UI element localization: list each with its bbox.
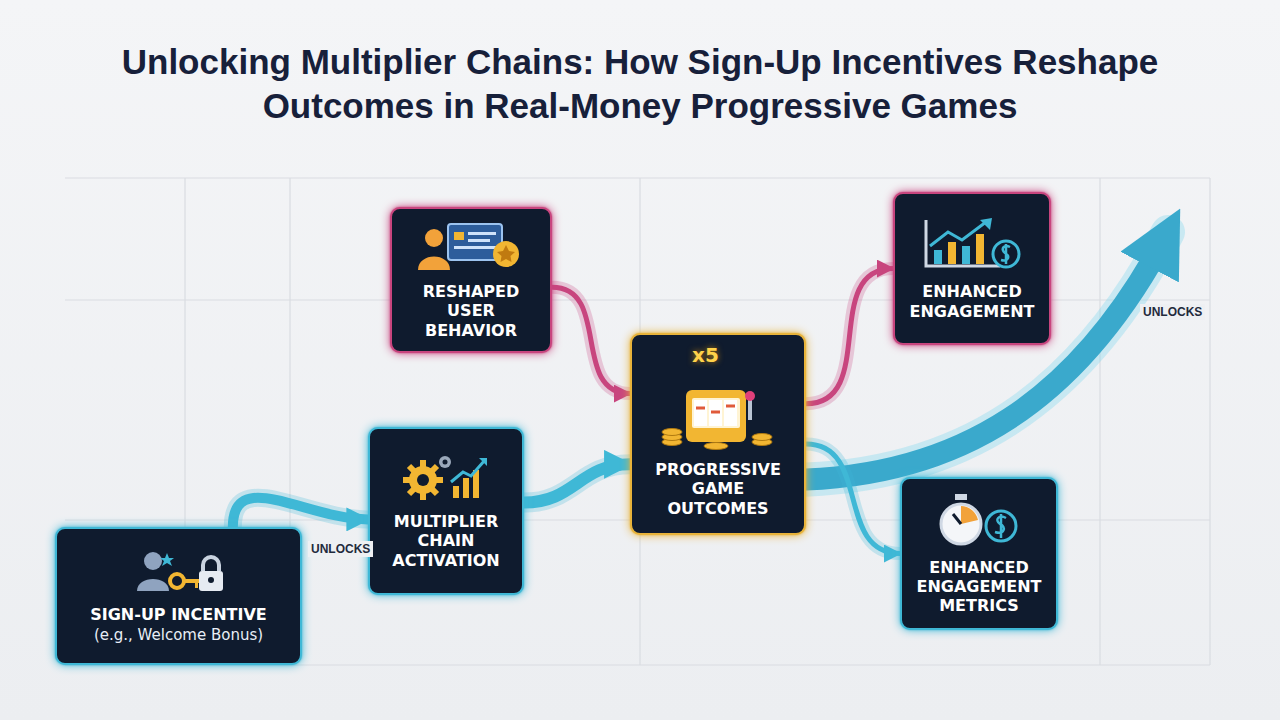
box-icon [131,547,227,599]
box-icon [658,384,778,454]
title: Unlocking Multiplier Chains: How Sign-Up… [110,40,1170,129]
connector-glow [806,269,893,404]
process-box: ENHANCED ENGAGEMENT [893,192,1051,345]
box-icon [931,492,1027,552]
process-box: MULTIPLIER CHAIN ACTIVATION [368,427,524,595]
connector-arrow [524,464,630,502]
connector-line [806,444,900,553]
arrow-label: UNLOCKS [1140,304,1205,320]
box-title: ENHANCED ENGAGEMENT [905,282,1039,320]
box-title: ENHANCED ENGAGEMENT METRICS [912,558,1046,616]
connector-line [233,498,368,527]
process-box: RESHAPED USER BEHAVIOR [390,207,552,353]
process-box: ENHANCED ENGAGEMENT METRICS [900,477,1058,630]
box-title: MULTIPLIER CHAIN ACTIVATION [380,512,512,570]
box-icon [920,216,1024,276]
connector-line [806,269,893,404]
box-title: PROGRESSIVE GAME OUTCOMES [642,460,794,518]
connector-glow [524,464,630,502]
box-subtitle: (e.g., Welcome Bonus) [94,626,263,645]
box-icon [401,452,491,506]
connector-arrow [233,498,368,527]
connector-arrow [806,444,900,553]
connector-glow [233,498,368,527]
multiplier-badge: x5 [692,343,719,367]
connector-line [524,464,630,502]
edge-label: UNLOCKS [308,541,373,557]
connector-glow [552,287,630,393]
box-title: RESHAPED USER BEHAVIOR [402,282,540,340]
connector-line [552,287,630,393]
connector-arrow [552,287,630,393]
process-box: SIGN-UP INCENTIVE (e.g., Welcome Bonus) [55,527,302,665]
connector-glow [806,444,900,553]
box-icon [416,220,526,276]
box-title: SIGN-UP INCENTIVE [90,605,267,624]
connector-arrow [806,269,893,404]
